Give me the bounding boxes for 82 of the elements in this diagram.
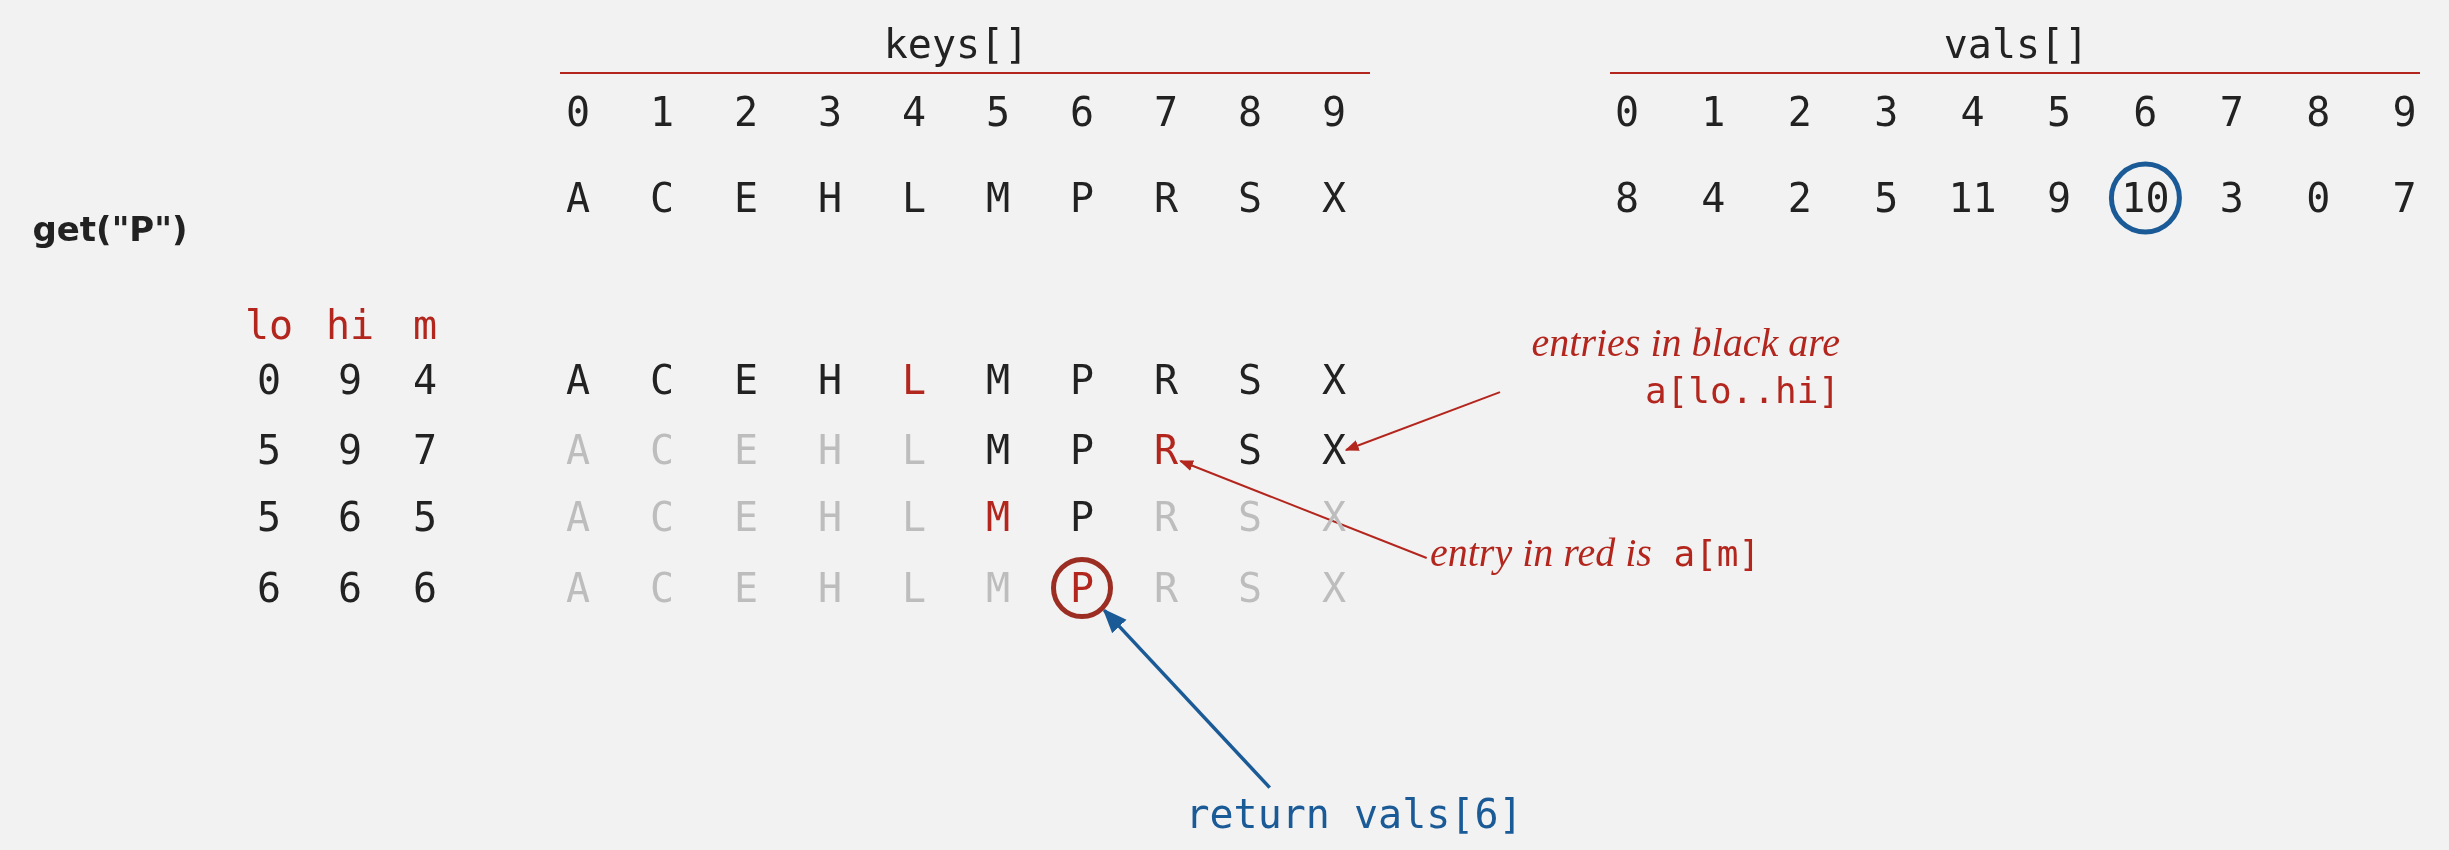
value-number: 11 [1948, 176, 1997, 220]
key-letter: X [1321, 358, 1347, 402]
key-letter: P [1069, 176, 1095, 220]
circled-key-letter: P [1051, 557, 1113, 619]
variable-value: 7 [412, 428, 438, 472]
variable-value: 5 [412, 495, 438, 539]
index-number: 2 [1787, 90, 1812, 134]
variable-value: 6 [337, 495, 363, 539]
variable-value: 6 [412, 566, 438, 610]
variable-value: 6 [256, 566, 282, 610]
value-number: 9 [2046, 176, 2072, 220]
variable-value: 0 [256, 358, 282, 402]
value-number: 5 [1874, 176, 1899, 220]
variable-value: 5 [256, 428, 282, 472]
key-letter: H [817, 358, 843, 402]
variable-value: 9 [337, 358, 363, 402]
index-number: 0 [565, 90, 591, 134]
key-letter: A [565, 358, 591, 402]
key-letter: M [985, 358, 1011, 402]
column-heading: keys[] [883, 22, 1029, 66]
key-letter: L [901, 358, 927, 402]
variable-value: 4 [412, 358, 438, 402]
key-letter: P [1069, 358, 1095, 402]
index-number: 8 [1237, 90, 1263, 134]
index-number: 7 [1153, 90, 1179, 134]
arrow [1102, 608, 1271, 789]
key-letter: C [649, 176, 675, 220]
key-letter: R [1153, 176, 1179, 220]
key-letter: R [1153, 358, 1179, 402]
annotation-text: return vals[6] [1185, 792, 1523, 836]
index-number: 3 [1874, 90, 1899, 134]
value-number: 7 [2392, 176, 2417, 220]
index-number: 5 [985, 90, 1011, 134]
arrow [1344, 391, 1501, 451]
key-letter: L [901, 176, 927, 220]
value-number: 3 [2219, 176, 2244, 220]
key-letter: S [1237, 428, 1263, 472]
key-letter: C [649, 358, 675, 402]
column-heading: vals[] [1943, 22, 2089, 66]
variable-value: 5 [256, 495, 282, 539]
arrow [1179, 460, 1428, 559]
key-letter: P [1069, 428, 1095, 472]
key-letter: X [1321, 176, 1347, 220]
index-number: 5 [2046, 90, 2072, 134]
annotation-text: entries in black are a[lo..hi] [1500, 318, 1840, 413]
key-letter: P [1069, 495, 1095, 539]
index-number: 0 [1614, 90, 1640, 134]
variable-name: m [412, 303, 438, 347]
index-number: 1 [649, 90, 675, 134]
value-number: 0 [2306, 176, 2331, 220]
index-number: 9 [1321, 90, 1347, 134]
annotation-text: entry in red is a[m] [1430, 528, 1761, 578]
value-number: 8 [1614, 176, 1640, 220]
key-letter: M [985, 176, 1011, 220]
key-letter: M [985, 428, 1011, 472]
variable-name: hi [325, 303, 375, 347]
variable-name: lo [244, 303, 294, 347]
index-number: 3 [817, 90, 843, 134]
index-number: 1 [1701, 90, 1726, 134]
key-letter: S [1237, 358, 1263, 402]
value-number: 10 [2121, 176, 2170, 220]
variable-value: 9 [337, 428, 363, 472]
index-number: 8 [2306, 90, 2331, 134]
key-letter: M [985, 495, 1011, 539]
key-letter: E [733, 176, 759, 220]
key-letter: A [565, 176, 591, 220]
variable-value: 6 [337, 566, 363, 610]
key-letter: H [817, 176, 843, 220]
key-letter: X [1321, 428, 1347, 472]
index-number: 4 [1960, 90, 1985, 134]
index-number: 4 [901, 90, 927, 134]
index-number: 7 [2219, 90, 2244, 134]
value-number: 2 [1787, 176, 1812, 220]
index-number: 2 [733, 90, 759, 134]
key-letter: R [1153, 428, 1179, 472]
value-number: 4 [1701, 176, 1726, 220]
function-call: get("P") [32, 211, 188, 249]
index-number: 6 [2133, 90, 2158, 134]
index-number: 9 [2392, 90, 2417, 134]
index-number: 6 [1069, 90, 1095, 134]
key-letter: S [1237, 176, 1263, 220]
key-letter: E [733, 358, 759, 402]
